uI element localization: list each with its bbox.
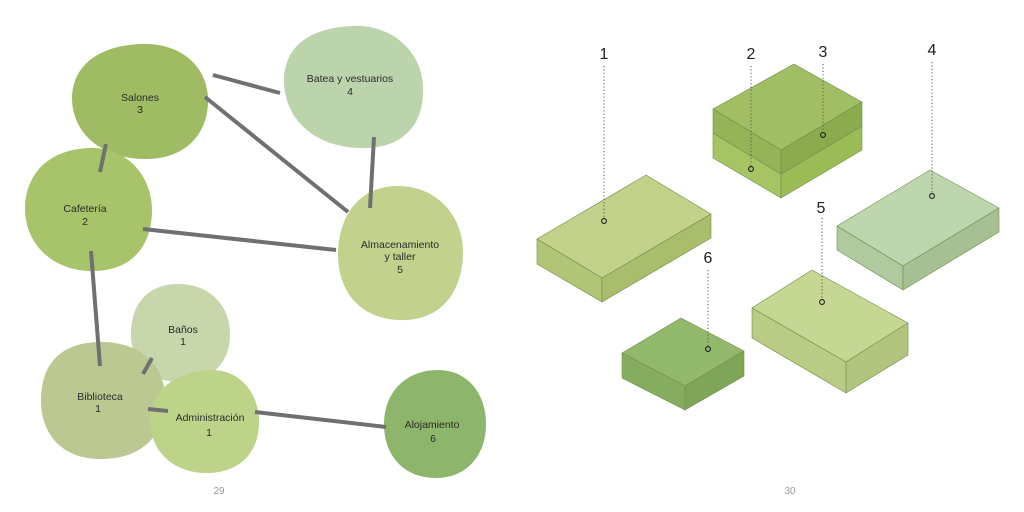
label-almacenamiento-line2: y taller xyxy=(385,251,416,263)
markers xyxy=(601,132,935,352)
block-5 xyxy=(751,269,909,394)
bubble-diagram: Batea y vestuarios 4 Salones 3 Cafetería… xyxy=(25,25,486,478)
edge-salones-cafeteria xyxy=(98,143,108,173)
label-administracion-count: 1 xyxy=(206,427,212,439)
bubble-administracion xyxy=(150,369,260,474)
marker-3 xyxy=(820,132,826,138)
bubble-biblioteca xyxy=(40,341,166,460)
label-batea-count: 4 xyxy=(347,86,353,98)
bubble-almacenamiento xyxy=(338,186,464,321)
edge-banos-biblioteca xyxy=(141,357,154,375)
label-banos-count: 1 xyxy=(180,336,186,348)
block-2 xyxy=(712,125,863,199)
bubble-alojamiento xyxy=(384,370,486,478)
label-alojamiento-count: 6 xyxy=(430,433,436,445)
block-label-5: 5 xyxy=(817,200,826,217)
block-label-4: 4 xyxy=(928,42,937,59)
edge-administracion-alojamiento xyxy=(254,410,387,429)
edge-biblioteca-administracion xyxy=(147,407,169,413)
label-almacenamiento-count: 5 xyxy=(397,264,403,276)
block-3 xyxy=(712,63,863,175)
marker-6 xyxy=(705,346,711,352)
edge-salones-batea xyxy=(212,73,281,95)
edge-cafeteria-biblioteca xyxy=(89,250,102,367)
bubble-batea xyxy=(283,25,424,149)
marker-5 xyxy=(819,299,825,305)
label-administracion-name: Administración xyxy=(176,412,245,424)
block-label-2: 2 xyxy=(747,46,756,63)
label-almacenamiento-line1: Almacenamiento xyxy=(361,239,439,251)
label-batea-name: Batea y vestuarios xyxy=(307,73,393,85)
page-number-left: 29 xyxy=(213,486,225,497)
label-cafeteria-name: Cafetería xyxy=(63,203,106,215)
block-label-1: 1 xyxy=(600,46,609,63)
label-salones-name: Salones xyxy=(121,92,159,104)
edge-batea-almacenamiento xyxy=(368,136,376,209)
page-number-right: 30 xyxy=(784,486,796,497)
block-1 xyxy=(536,174,712,303)
bubble-salones xyxy=(72,43,209,160)
bubble-cafeteria xyxy=(25,147,153,272)
block-4 xyxy=(836,169,1000,291)
label-banos-name: Baños xyxy=(168,324,198,336)
marker-4 xyxy=(929,193,935,199)
label-biblioteca-count: 1 xyxy=(95,403,101,415)
label-cafeteria-count: 2 xyxy=(82,216,88,228)
label-salones-count: 3 xyxy=(137,104,143,116)
isometric-blocks: 1 2 3 4 5 6 xyxy=(536,42,1000,411)
leaders xyxy=(603,62,933,347)
bubble-banos xyxy=(130,283,231,383)
edge-cafeteria-almacenamiento xyxy=(142,227,337,252)
block-label-3: 3 xyxy=(819,44,828,61)
label-biblioteca-name: Biblioteca xyxy=(77,391,123,403)
label-alojamiento-name: Alojamiento xyxy=(405,419,460,431)
edge-salones-almacenamiento xyxy=(203,95,350,214)
marker-1 xyxy=(601,218,607,224)
connectors xyxy=(89,73,387,429)
block-label-6: 6 xyxy=(704,250,713,267)
block-6 xyxy=(621,317,745,411)
marker-2 xyxy=(748,166,754,172)
